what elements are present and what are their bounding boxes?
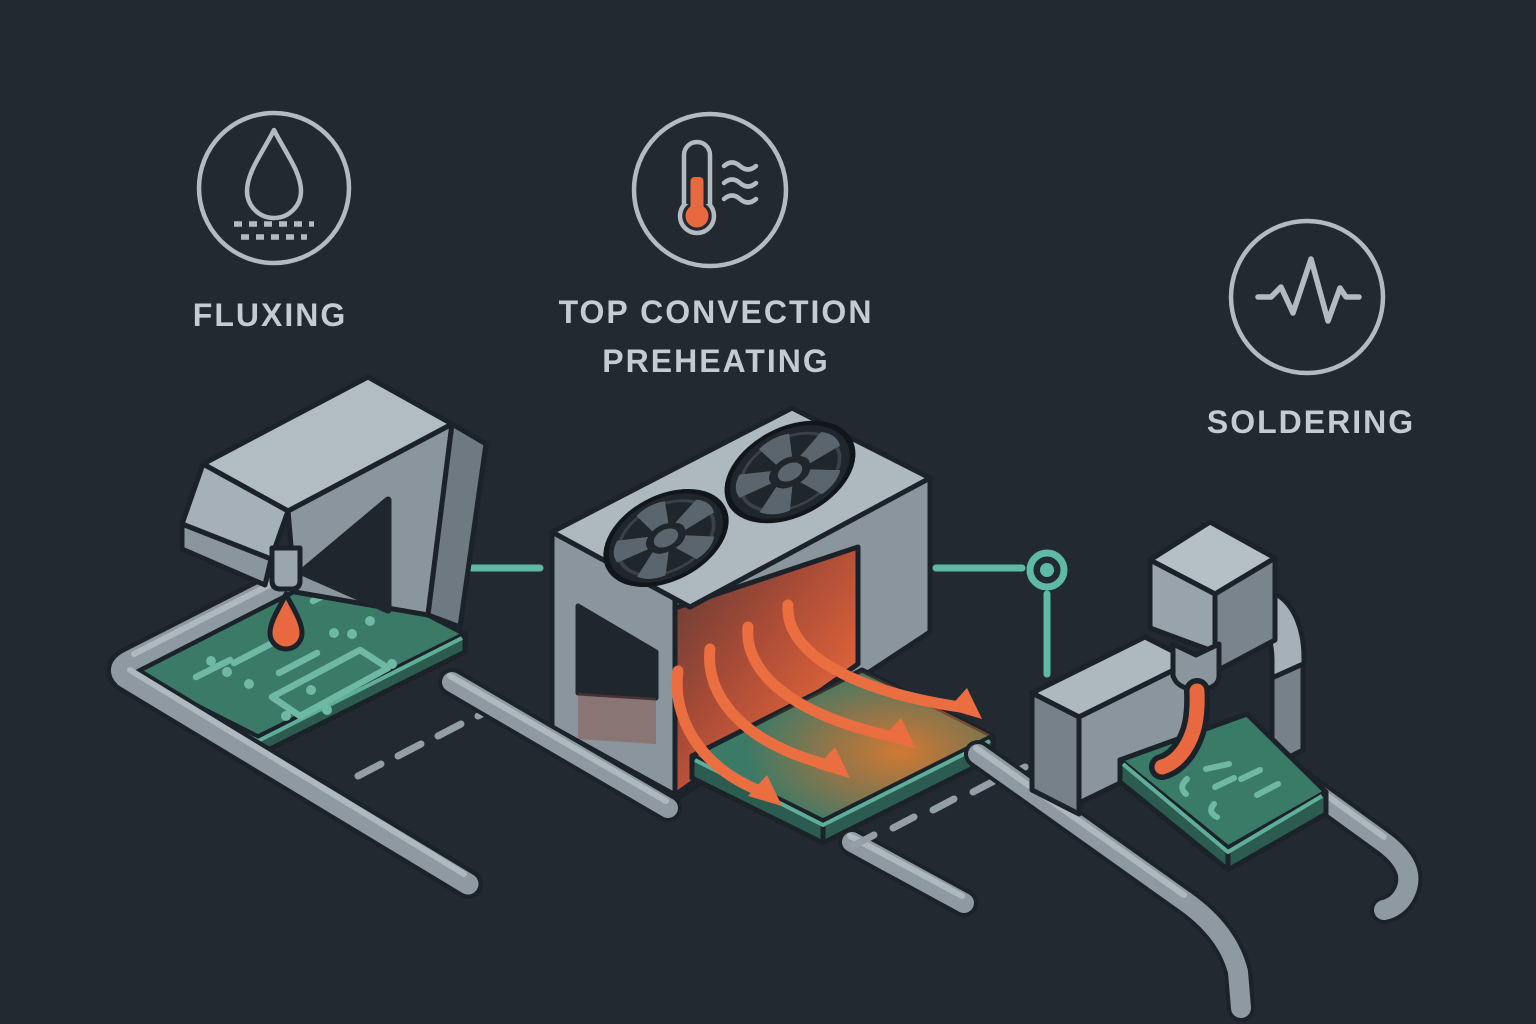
stage-label-preheating: TOP CONVECTION PREHEATING — [559, 288, 874, 386]
fluxing-machine — [179, 374, 489, 652]
thermometer-bulb-fill — [685, 204, 709, 228]
thermometer-stem-fill — [690, 177, 704, 211]
conveyor-rail-oven — [438, 668, 682, 822]
solder-base-left — [1029, 690, 1082, 817]
flux-droplet — [267, 591, 305, 652]
conveyor-rail-soldering-front — [964, 740, 1255, 1022]
oven-side-window — [575, 603, 659, 701]
pulse-wave-glyph — [1255, 256, 1362, 324]
arrow-head — [948, 688, 982, 719]
connector-node-dot — [1040, 563, 1054, 577]
connector-node — [1026, 549, 1068, 591]
icon-circle — [196, 110, 352, 266]
oven-fan-right — [724, 420, 856, 524]
flux-droplet-icon — [196, 110, 352, 266]
conveyor-rail-left — [106, 537, 483, 899]
conveyor-rail-mid — [838, 828, 978, 917]
connector-lines — [454, 549, 1068, 678]
pcb-solder-pads — [206, 616, 397, 721]
pcb-circuit-traces — [1179, 761, 1281, 820]
stage-label-fluxing: FLUXING — [192, 297, 348, 333]
heat-arrows — [671, 599, 982, 806]
arrow-head — [882, 718, 916, 749]
soldered-pcb — [1117, 711, 1329, 873]
conveyor-dashes-left — [354, 700, 505, 780]
heat-waves-glyph — [721, 160, 759, 205]
oven-fan-left — [603, 488, 729, 588]
stage-label-soldering: SOLDERING — [1206, 404, 1416, 440]
soldering-machine — [1029, 519, 1423, 924]
icon-circle — [1228, 218, 1386, 376]
droplet-glyph — [244, 127, 304, 221]
fluxer-side-sliver — [425, 421, 489, 630]
oven-side-glow — [578, 693, 656, 744]
stage-label-preheating-line1: TOP CONVECTION — [558, 294, 874, 330]
icon-circle — [631, 111, 789, 269]
solder-pulse-icon — [1228, 218, 1386, 376]
fluxer-window — [298, 496, 392, 614]
fluxer-nozzle — [269, 545, 303, 592]
stage-label-preheating-line2: PREHEATING — [602, 343, 830, 379]
fluxer-head-lower — [179, 521, 274, 588]
arrow-head — [748, 775, 782, 806]
thermometer-heat-icon — [631, 111, 789, 269]
arrow-head — [816, 747, 850, 778]
solder-stream — [1149, 678, 1211, 780]
